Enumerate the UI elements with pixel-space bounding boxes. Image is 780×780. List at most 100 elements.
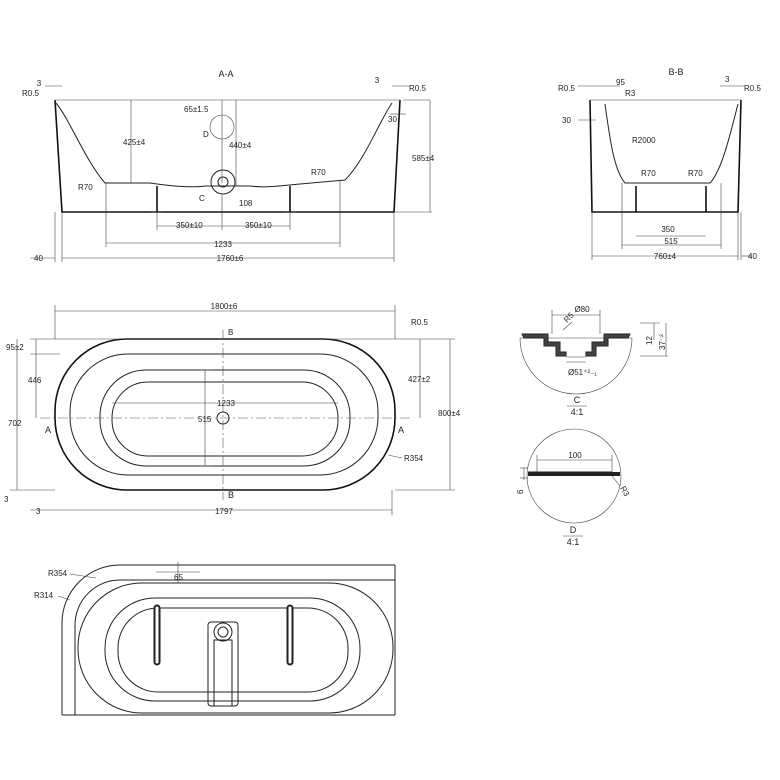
dim-aa-425: 425±4 xyxy=(123,138,146,147)
label-aa-c: C xyxy=(199,194,205,203)
detail-c-label: C xyxy=(574,395,581,405)
detail-d-circle xyxy=(526,428,622,524)
label-plan-b-top: B xyxy=(228,328,233,337)
bb-feet xyxy=(635,186,707,212)
section-aa: A-A xyxy=(22,69,435,263)
dim-aa-3-left: 3 xyxy=(37,79,42,88)
view-3d-inner-edge xyxy=(74,579,395,715)
aa-dimension-lines xyxy=(30,85,432,262)
dim-plan-515: 515 xyxy=(198,415,212,424)
view-3d: R354 R314 65 xyxy=(34,562,396,716)
dim-c-37: 37⁻² xyxy=(658,334,667,350)
dim-plan-3-bottom: 3 xyxy=(36,507,41,516)
plan-rim-outline xyxy=(69,353,379,476)
drain-outlet xyxy=(210,169,236,195)
label-aa-d: D xyxy=(203,130,209,139)
dim-plan-427: 427±2 xyxy=(408,375,431,384)
feet xyxy=(150,186,297,213)
detail-c-dim-lines xyxy=(551,310,668,363)
section-aa-outline xyxy=(54,99,401,213)
dim-d-100: 100 xyxy=(568,451,582,460)
dim-aa-350-left: 350±10 xyxy=(176,221,203,230)
drain-inner xyxy=(217,176,229,188)
dim-c-51: Ø51⁺²₋₁ xyxy=(568,368,597,377)
view-3d-overflow xyxy=(207,621,239,707)
plan-outer-outline xyxy=(54,338,396,491)
dim-bb-r05-left: R0.5 xyxy=(558,84,575,93)
dim-3d-r314: R314 xyxy=(34,591,54,600)
section-bb-title: B-B xyxy=(668,67,683,77)
dim-plan-1797: 1797 xyxy=(215,507,233,516)
dim-plan-r354: R354 xyxy=(404,454,424,463)
dim-aa-r05-right: R0.5 xyxy=(409,84,426,93)
detail-c-scale: 4:1 xyxy=(571,407,584,417)
section-bb-outline xyxy=(589,99,742,213)
dim-bb-r3: R3 xyxy=(625,89,636,98)
section-aa-inner-shell xyxy=(55,102,393,188)
dim-aa-65: 65±1.5 xyxy=(184,105,209,114)
dim-bb-515: 515 xyxy=(664,237,678,246)
dim-plan-95: 95±2 xyxy=(6,343,24,352)
dim-aa-3-right: 3 xyxy=(375,76,380,85)
view-3d-dim-lines xyxy=(57,562,200,601)
dim-aa-r05-left: R0.5 xyxy=(22,89,39,98)
dim-plan-r05: R0.5 xyxy=(411,318,428,327)
dim-plan-800: 800±4 xyxy=(438,409,461,418)
dim-plan-446: 446 xyxy=(28,376,42,385)
dim-aa-1760: 1760±6 xyxy=(217,254,244,263)
detail-c-circle xyxy=(519,337,633,395)
dim-aa-40: 40 xyxy=(34,254,43,263)
dim-aa-585: 585±4 xyxy=(412,154,435,163)
dim-c-12: 12 xyxy=(645,336,654,345)
dim-bb-40: 40 xyxy=(748,252,757,261)
dim-aa-r70-right: R70 xyxy=(311,168,326,177)
dim-c-80: Ø80 xyxy=(574,305,590,314)
detail-d-scale: 4:1 xyxy=(567,537,580,547)
detail-c-drain-profile-left xyxy=(521,333,567,357)
plan-view: 1800±6 B R0.5 95±2 446 427±2 702 800±4 1… xyxy=(4,302,461,516)
dim-aa-r70-left: R70 xyxy=(78,183,93,192)
dim-bb-350: 350 xyxy=(661,225,675,234)
dim-d-6: 6 xyxy=(516,489,525,494)
dim-bb-r05-right: R0.5 xyxy=(744,84,761,93)
detail-c-drain-profile-right xyxy=(585,333,631,357)
dim-3d-r354: R354 xyxy=(48,569,68,578)
dim-plan-1233: 1233 xyxy=(217,399,235,408)
bb-dimension-lines xyxy=(578,85,752,260)
detail-d-dim-lines xyxy=(520,455,621,487)
dim-plan-1800: 1800±6 xyxy=(211,302,238,311)
dim-d-r3: R3 xyxy=(618,485,631,499)
dim-plan-3: 3 xyxy=(4,495,9,504)
dim-bb-95: 95 xyxy=(616,78,625,87)
detail-d-slot xyxy=(528,472,620,476)
detail-d: 100 6 R3 D 4:1 xyxy=(516,428,631,547)
view-3d-basin-inner xyxy=(117,607,349,693)
section-aa-title: A-A xyxy=(218,69,233,79)
plan-dimension-lines xyxy=(10,305,455,515)
dim-bb-r2000: R2000 xyxy=(632,136,656,145)
dim-aa-350-right: 350±10 xyxy=(245,221,272,230)
detail-c: Ø80 R5 12 37⁻² Ø51⁺²₋₁ C 4:1 xyxy=(519,305,668,417)
dim-aa-1233: 1233 xyxy=(214,240,232,249)
dim-aa-440: 440±4 xyxy=(229,141,252,150)
dim-aa-108: 108 xyxy=(239,199,253,208)
label-plan-a-left: A xyxy=(45,425,51,435)
section-bb: B-B R0.5 95 R3 3 R0.5 30 R2000 R70 xyxy=(558,67,761,261)
dim-3d-65: 65 xyxy=(174,573,183,582)
dim-bb-3: 3 xyxy=(725,75,730,84)
dim-aa-30: 30 xyxy=(388,115,397,124)
view-3d-handles xyxy=(153,604,294,666)
label-plan-a-right: A xyxy=(398,425,404,435)
label-plan-b-bottom: B xyxy=(228,490,234,500)
detail-d-label: D xyxy=(570,525,577,535)
view-3d-outer-edge xyxy=(61,564,395,715)
dim-bb-r70-right: R70 xyxy=(688,169,703,178)
view-3d-rim xyxy=(77,582,394,714)
plan-basin-inner xyxy=(111,381,339,457)
section-bb-inner-shell xyxy=(604,103,739,184)
dim-plan-702: 702 xyxy=(8,419,22,428)
dim-bb-760: 760±4 xyxy=(654,252,677,261)
dim-bb-r70-left: R70 xyxy=(641,169,656,178)
dim-bb-30: 30 xyxy=(562,116,571,125)
